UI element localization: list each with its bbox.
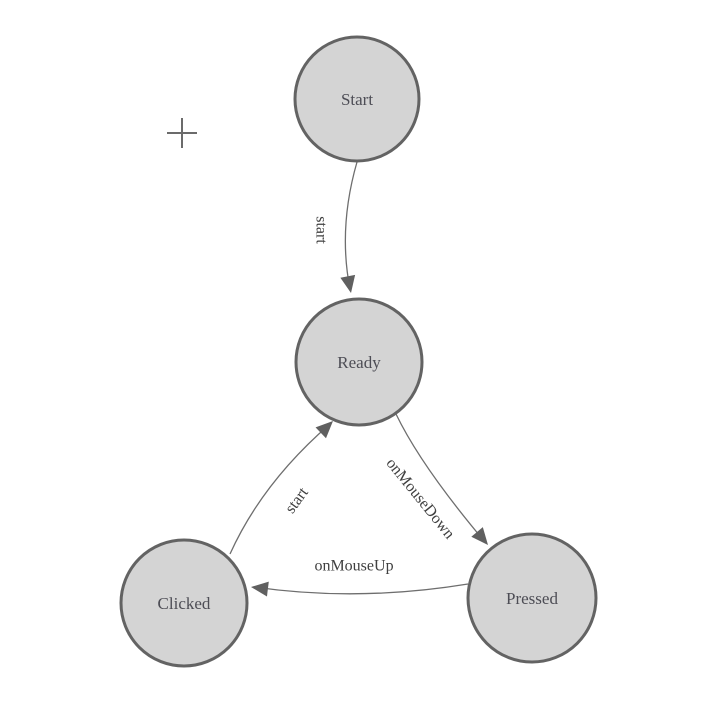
state-circle[interactable] — [293, 35, 421, 163]
state-node-ready[interactable]: Ready — [294, 297, 424, 427]
state-circle[interactable] — [466, 532, 598, 664]
state-label: Ready — [337, 353, 381, 372]
state-node-start[interactable]: Start — [293, 35, 421, 163]
state-node-pressed[interactable]: Pressed — [466, 532, 598, 664]
transition-start-to-ready[interactable]: start — [312, 161, 358, 294]
transition-ready-to-pressed[interactable]: onMouseDown — [382, 413, 493, 550]
state-circle[interactable] — [294, 297, 424, 427]
transition-pressed-to-clicked[interactable]: onMouseUp — [250, 558, 469, 597]
state-label: Pressed — [506, 589, 558, 608]
edge-label: start — [312, 216, 329, 244]
edge-line[interactable] — [229, 423, 331, 555]
edge-line[interactable] — [253, 583, 469, 595]
edge-label: onMouseDown — [382, 455, 457, 542]
edge-line[interactable] — [395, 413, 486, 543]
arrowhead-icon — [315, 421, 333, 439]
edge-line[interactable] — [344, 161, 358, 290]
state-label: Start — [341, 90, 373, 109]
state-circle[interactable] — [119, 538, 249, 668]
edge-label: onMouseUp — [314, 558, 393, 575]
arrowhead-icon — [340, 274, 356, 293]
transition-clicked-to-ready[interactable]: start — [229, 416, 338, 555]
crosshair-icon — [167, 118, 197, 148]
edge-label: start — [282, 484, 312, 517]
state-node-clicked[interactable]: Clicked — [119, 538, 249, 668]
arrowhead-icon — [471, 527, 488, 545]
arrowhead-icon — [251, 581, 269, 597]
state-label: Clicked — [158, 594, 211, 613]
